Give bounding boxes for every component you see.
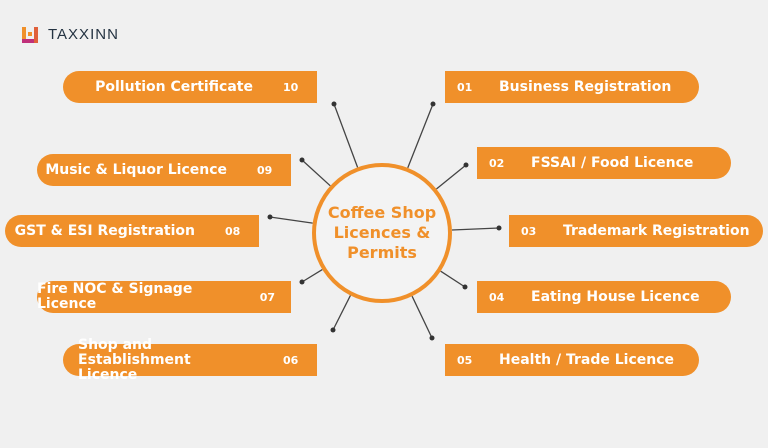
connector-line-4 [440, 270, 466, 288]
item-09: Music & Liquor Licence 09 [37, 154, 291, 186]
connector-dot-2 [463, 162, 469, 168]
item-label: Fire NOC & Signage Licence [37, 281, 193, 312]
item-04: 04 Eating House Licence [477, 281, 731, 313]
item-02: 02 FSSAI / Food Licence [477, 147, 731, 179]
item-08: GST & ESI Registration 08 [5, 215, 259, 247]
item-number: 10 [283, 80, 299, 94]
item-06: Shop and Establishment Licence 06 [63, 337, 317, 382]
item-number: 05 [457, 353, 473, 367]
connector-line-3 [451, 227, 500, 231]
connector-dot-10 [331, 101, 337, 107]
item-label: FSSAI / Food Licence [531, 155, 694, 171]
item-number: 02 [489, 156, 505, 170]
connector-line-6 [332, 295, 352, 331]
item-label: Pollution Certificate [95, 78, 253, 95]
item-07: Fire NOC & Signage Licence 07 [37, 281, 291, 313]
item-05: 05 Health / Trade Licence [445, 344, 699, 376]
item-01: 01 Business Registration [445, 71, 699, 103]
item-number: 07 [259, 290, 275, 304]
connector-dot-8 [267, 214, 273, 220]
item-label: Eating House Licence [531, 289, 700, 305]
item-03: 03 Trademark Registration [509, 215, 763, 247]
connector-line-5 [411, 295, 433, 339]
connector-line-8 [269, 216, 313, 224]
connector-dot-5 [429, 335, 435, 341]
connector-dot-6 [330, 327, 336, 333]
connector-line-7 [301, 269, 323, 283]
item-label: Health / Trade Licence [499, 352, 675, 368]
item-number: 04 [489, 290, 505, 304]
connector-dot-4 [462, 284, 468, 290]
connector-dot-3 [496, 225, 502, 231]
center-circle: Coffee Shop Licences & Permits [312, 163, 452, 303]
connector-dot-1 [430, 101, 436, 107]
brand-logo: TAXXINN [22, 26, 119, 43]
item-number: 08 [225, 224, 241, 238]
item-number: 03 [521, 224, 537, 238]
connector-line-1 [407, 103, 434, 169]
item-10: Pollution Certificate 10 [63, 71, 317, 103]
connector-dot-9 [299, 157, 305, 163]
connector-line-2 [435, 164, 467, 190]
item-label: Trademark Registration [563, 223, 750, 239]
brand-name: TAXXINN [48, 26, 119, 43]
connector-line-10 [333, 103, 359, 168]
item-number: 01 [457, 80, 473, 94]
item-label: Music & Liquor Licence [45, 161, 227, 178]
taxxinn-logo-icon [22, 26, 38, 43]
item-label: GST & ESI Registration [14, 222, 195, 239]
item-label: Business Registration [499, 79, 672, 95]
item-number: 06 [283, 353, 299, 367]
item-label: Shop and Establishment Licence [78, 336, 191, 383]
item-number: 09 [257, 163, 273, 177]
center-title: Coffee Shop Licences & Permits [327, 203, 437, 262]
connector-line-9 [301, 159, 331, 187]
connector-dot-7 [299, 279, 305, 285]
